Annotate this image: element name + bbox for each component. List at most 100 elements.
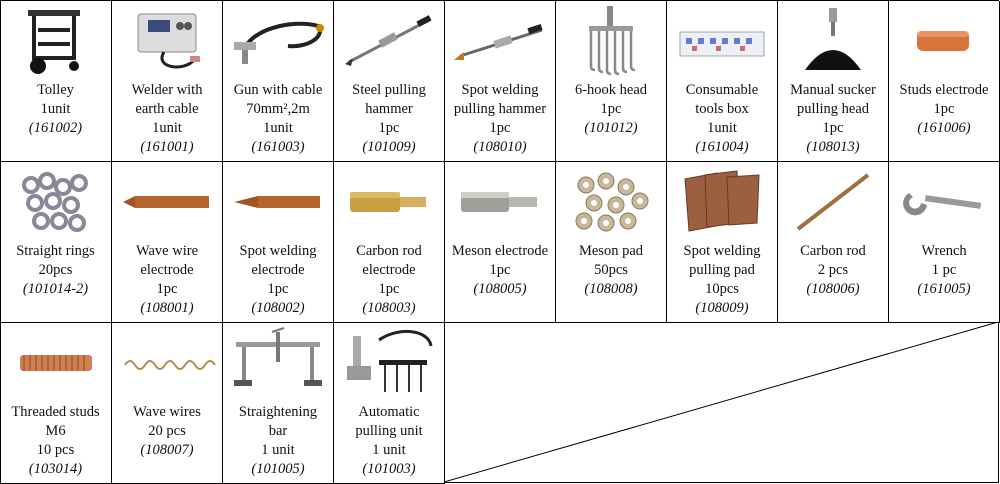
item-cell: Meson electrode 1pc (108005) [445,162,556,323]
item-label-line: 1 pc [931,262,957,278]
carbon-rod-electrode-icon [334,164,444,240]
item-label-line: Welder with [131,82,203,98]
item-label-line: electrode [251,262,305,278]
item-label-line: Straightening [238,404,318,420]
item-label-line: Gun with cable [233,82,323,98]
item-code: (101014-2) [22,281,89,297]
item-label-line: Carbon rod [800,243,866,259]
item-code: (103014) [28,461,83,477]
item-code: (161004) [695,139,749,155]
item-caption: Meson electrode 1pc (108005) [445,242,555,299]
pulling-pad-icon [667,164,777,240]
item-code: (108010) [473,139,527,155]
welding-gun-icon [223,3,333,79]
item-label-line: pulling unit [355,423,423,439]
item-label-line: Steel pulling [352,82,426,98]
item-code: (161002) [28,120,83,136]
welder-machine-icon [112,3,222,79]
item-cell: 6-hook head 1pc (101012) [556,1,667,162]
item-label-line: Wave wires [133,404,201,420]
item-code: (101005) [251,461,305,477]
spot-electrode-icon [223,164,333,240]
item-code: (161003) [251,139,305,155]
item-label-line: Spot welding [461,82,539,98]
item-label-line: 1unit [707,120,737,136]
item-label-line: 1pc [933,101,955,117]
item-label-line: 1pc [489,262,511,278]
item-cell: Tolley 1unit (161002) [0,1,112,162]
straight-rings-icon [0,164,111,240]
trolley-icon [0,3,111,79]
item-label-line: electrode [362,262,416,278]
item-label-line: Spot welding [683,243,761,259]
wrench-icon [889,164,999,240]
item-code: (108002) [251,300,305,316]
diagonal-line [444,322,999,483]
item-code: (161006) [917,120,971,136]
item-label-line: 1unit [263,120,293,136]
item-cell: Studs electrode 1pc (161006) [889,1,1000,162]
item-caption: 6-hook head 1pc (101012) [556,81,666,138]
item-label-line: Studs electrode [899,82,989,98]
item-label-line: 1unit [40,101,71,117]
item-label-line: 6-hook head [574,82,648,98]
item-label-line: Spot welding [239,243,317,259]
item-cell: Automatic pulling unit 1 unit (101003) [334,323,445,484]
item-label-line: Threaded studs [11,404,100,420]
item-label-line: 1pc [600,101,622,117]
item-code: (108005) [473,281,527,297]
item-label-line: hammer [365,101,413,117]
carbon-rod-icon [778,164,888,240]
item-caption: Tolley 1unit (161002) [0,81,111,138]
tools-box-icon [667,3,777,79]
item-label-line: Wrench [921,243,967,259]
item-label-line: pulling pad [689,262,755,278]
item-label-line: Tolley [37,82,74,98]
auto-pulling-unit-icon [334,325,444,401]
item-label-line: Meson electrode [451,243,549,259]
wave-wire-electrode-icon [112,164,222,240]
studs-electrode-icon [889,3,999,79]
item-label-line: 1pc [156,281,178,297]
item-label-line: 1pc [378,120,400,136]
item-code: (101003) [362,461,416,477]
item-label-line: tools box [695,101,749,117]
item-code: (101012) [584,120,638,136]
wave-wires-icon [112,325,222,401]
item-code: (108001) [140,300,194,316]
item-label-line: bar [268,423,288,439]
item-label-line: 2 pcs [817,262,849,278]
item-label-line: 1unit [152,120,182,136]
item-label-line: Meson pad [578,243,644,259]
meson-electrode-icon [445,164,555,240]
item-label-line: Automatic [358,404,420,420]
item-label-line: 1 unit [372,442,406,458]
item-label-line: pulling head [796,101,870,117]
item-code: (101009) [362,139,416,155]
item-label-line: Wave wire [135,243,199,259]
item-label-line: pulling hammer [453,101,547,117]
